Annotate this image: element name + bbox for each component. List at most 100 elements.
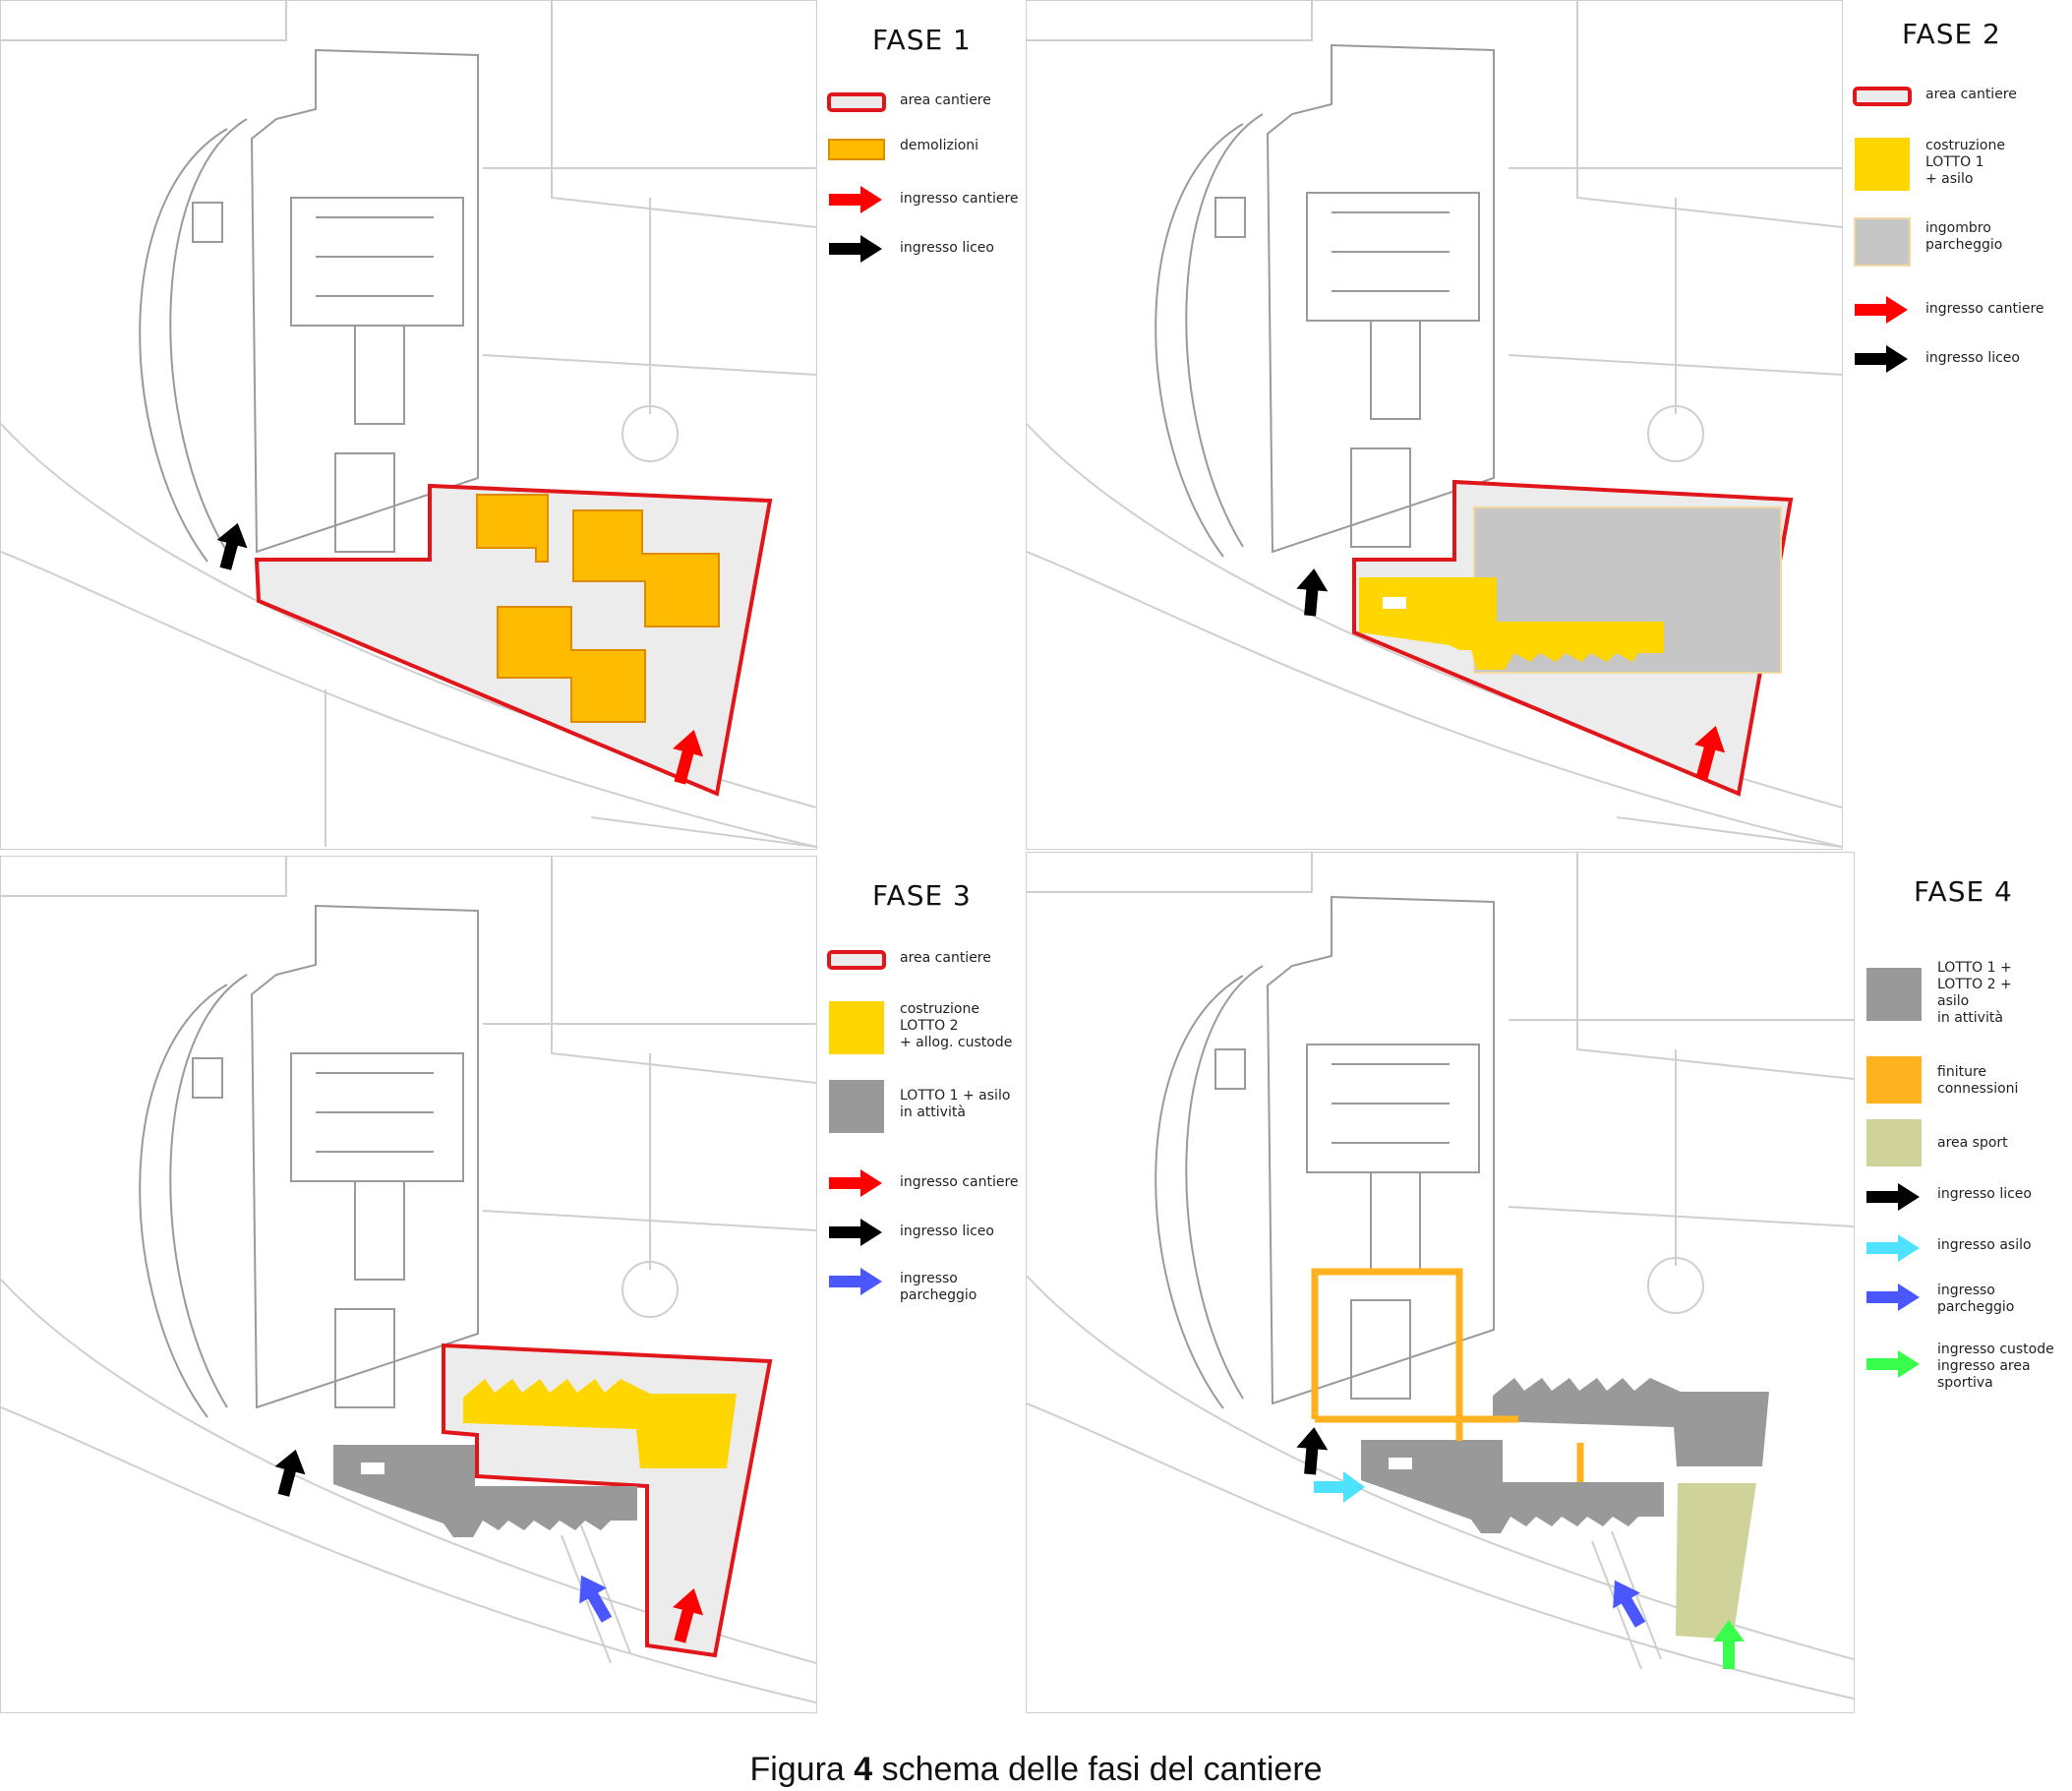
school-building: [1154, 895, 1495, 1409]
asilo-opening: [361, 1463, 385, 1474]
legend-item: area cantiere: [1853, 87, 2017, 106]
finishing-connections: [1311, 1268, 1584, 1482]
sport-area: [1676, 1483, 1756, 1640]
legend-item: demolizioni: [827, 138, 978, 161]
legend-item: ingresso cantiere: [827, 1168, 1019, 1198]
phase-2-panel: [1026, 0, 1843, 850]
legend-label: LOTTO 1 + asilo in attività: [900, 1088, 1011, 1120]
legend-item: ingresso liceo: [827, 234, 994, 264]
outline-swatch: [827, 950, 886, 970]
school-building: [1154, 43, 1495, 558]
legend-label: ingresso liceo: [900, 1224, 994, 1239]
arrow-blue-icon: [1866, 1284, 1920, 1311]
legend-item: ingresso custode ingresso area sportiva: [1865, 1342, 2054, 1392]
lotto-1-active: [333, 1445, 637, 1537]
legend-item: area cantiere: [827, 92, 991, 112]
basemap: [1, 857, 816, 1703]
basemap: [1027, 853, 1854, 1700]
arrow-ingresso-asilo: [1314, 1471, 1365, 1503]
legend-label: ingombro parcheggio: [1925, 220, 2003, 253]
arrow-ingresso-cantiere: [673, 1588, 704, 1643]
phase-3-legend: FASE 3 area cantiere costruzione LOTTO 2…: [815, 856, 1026, 1711]
arrow-blue-icon: [829, 1268, 882, 1295]
arrow-red-icon: [829, 1169, 882, 1197]
legend-item: ingresso cantiere: [827, 185, 1019, 214]
phase-2-site-map: [1027, 1, 1842, 848]
legend-label: demolizioni: [900, 138, 979, 153]
legend-label: area cantiere: [1925, 87, 2017, 102]
figure-caption: Figura 4 schema delle fasi del cantiere: [0, 1751, 2072, 1789]
legend-label: area cantiere: [900, 92, 991, 108]
caption-prefix: Figura: [749, 1751, 845, 1788]
legend-item: finiture connessioni: [1865, 1054, 2018, 1105]
phase-2-legend: FASE 2 area cantiere costruzione LOTTO 1…: [1841, 0, 2072, 848]
legend-label: costruzione LOTTO 2 + allog. custode: [900, 1001, 1013, 1050]
legend-label: ingresso custode ingresso area sportiva: [1937, 1342, 2054, 1391]
legend-label: ingresso cantiere: [900, 191, 1019, 207]
phase-1-panel: [0, 0, 817, 850]
phase-title: FASE 1: [872, 24, 972, 56]
legend-item: costruzione LOTTO 1 + asilo: [1853, 136, 2005, 193]
legend-item: LOTTO 1 + LOTTO 2 + asilo in attività: [1865, 960, 2012, 1027]
legend-label: costruzione LOTTO 1 + asilo: [1925, 138, 2005, 187]
finishing-swatch: [1866, 1056, 1922, 1104]
legend-label: ingresso liceo: [1925, 350, 2020, 366]
legend-item: ingresso parcheggio: [1865, 1283, 2014, 1316]
legend-label: area cantiere: [900, 950, 991, 966]
basemap: [1027, 1, 1842, 848]
arrow-ingresso-liceo: [1296, 568, 1329, 617]
sport-swatch: [1866, 1119, 1922, 1166]
phase-title: FASE 4: [1914, 875, 2013, 908]
arrow-ingresso-cantiere: [673, 730, 704, 785]
lotto-1-active: [1361, 1440, 1664, 1533]
phase-4-panel: [1026, 852, 1855, 1713]
arrow-ingresso-liceo: [216, 522, 248, 570]
phase-3-site-map: [1, 857, 816, 1703]
legend-label: ingresso liceo: [900, 240, 994, 256]
arrow-ingresso-parcheggio: [1613, 1580, 1646, 1628]
legend-label: ingresso cantiere: [1925, 301, 2044, 317]
phase-title: FASE 2: [1902, 18, 2001, 50]
legend-label: LOTTO 1 + LOTTO 2 + asilo in attività: [1937, 960, 2012, 1026]
legend-item: ingresso parcheggio: [827, 1267, 977, 1304]
phase-4-legend: FASE 4 LOTTO 1 + LOTTO 2 + asilo in atti…: [1853, 852, 2072, 1711]
active-swatch: [1866, 968, 1922, 1021]
legend-item: ingresso asilo: [1865, 1233, 2032, 1263]
legend-label: finiture connessioni: [1937, 1064, 2019, 1097]
legend-item: ingombro parcheggio: [1853, 216, 2002, 268]
phase-4-site-map: [1027, 853, 1854, 1700]
arrow-ingresso-liceo: [1296, 1427, 1329, 1475]
outline-swatch: [1853, 87, 1912, 106]
legend-item: ingresso liceo: [1865, 1182, 2032, 1212]
legend-item: LOTTO 1 + asilo in attività: [827, 1078, 1010, 1135]
demolition-swatch: [828, 139, 885, 160]
arrow-black-icon: [1866, 1183, 1920, 1211]
asilo-opening: [1389, 1458, 1412, 1469]
arrow-cyan-icon: [1866, 1234, 1920, 1262]
caption-number: 4: [854, 1751, 873, 1788]
arrow-black-icon: [829, 235, 882, 263]
legend-label: ingresso parcheggio: [900, 1271, 977, 1303]
demolition-blocks: [476, 494, 720, 723]
legend-label: ingresso cantiere: [900, 1174, 1019, 1190]
caption-text: schema delle fasi del cantiere: [881, 1751, 1323, 1788]
arrow-green-icon: [1866, 1350, 1920, 1378]
phase-1-legend: FASE 1 area cantiere demolizioni ingress…: [815, 0, 1022, 848]
school-building: [139, 904, 479, 1418]
legend-item: area sport: [1865, 1117, 2008, 1168]
asilo-opening: [1383, 597, 1406, 609]
outline-swatch: [827, 92, 886, 112]
phase-3-panel: [0, 856, 817, 1713]
active-swatch: [829, 1080, 884, 1133]
legend-label: area sport: [1937, 1135, 2008, 1151]
legend-item: area cantiere: [827, 950, 991, 970]
phase-1-site-map: [1, 1, 816, 848]
school-building: [139, 48, 479, 563]
construction-swatch: [1855, 138, 1910, 191]
arrow-ingresso-liceo: [274, 1449, 306, 1497]
phase-title: FASE 3: [872, 879, 972, 912]
arrow-ingresso-custode: [1713, 1620, 1745, 1669]
construction-lotto-2: [463, 1379, 737, 1468]
arrow-red-icon: [829, 186, 882, 213]
legend-item: ingresso liceo: [1853, 344, 2020, 374]
